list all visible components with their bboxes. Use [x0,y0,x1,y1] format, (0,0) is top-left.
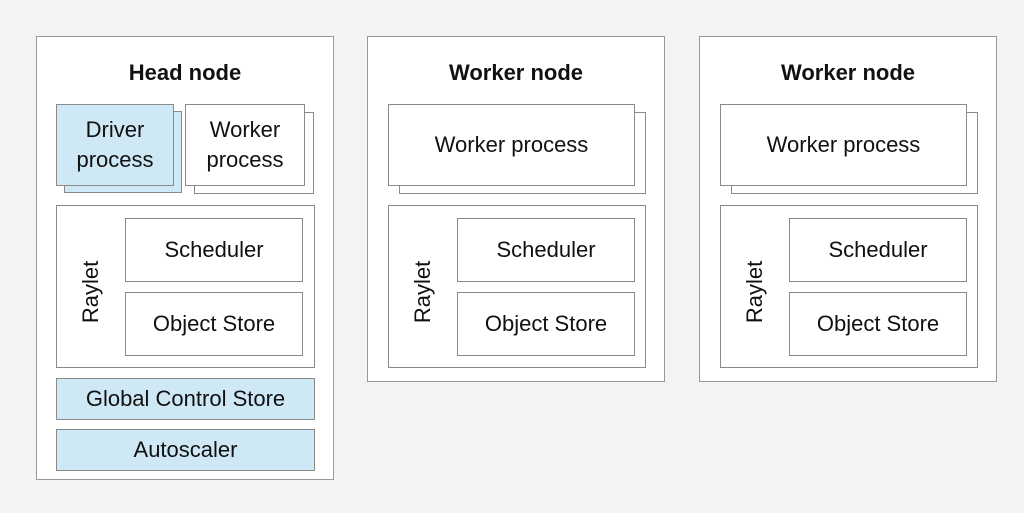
worker-node-2-raylet-label: Raylet [742,260,767,324]
worker-node-1-title: Worker node [448,60,584,85]
global-control-store-box: Global Control Store [56,378,315,420]
autoscaler-label: Autoscaler [133,437,238,462]
worker-node-2-process-label: Worker process [766,132,921,157]
head-worker-process-label: Worker process [206,117,284,172]
head-object-store-label: Object Store [152,311,276,336]
worker-node-1-object-store-label: Object Store [484,311,608,336]
worker-node-1-scheduler-label: Scheduler [496,237,596,262]
global-control-store-label: Global Control Store [85,386,286,411]
worker-node-2-scheduler-box: Scheduler [789,218,967,282]
worker-node-2-title: Worker node [780,60,916,85]
worker-node-1-raylet-label: Raylet [410,260,435,324]
worker-node-1-scheduler-box: Scheduler [457,218,635,282]
autoscaler-box: Autoscaler [56,429,315,471]
head-object-store-box: Object Store [125,292,303,356]
worker-node-1-process-label: Worker process [434,132,589,157]
head-scheduler-box: Scheduler [125,218,303,282]
head-worker-process-box: Worker process [185,104,305,186]
worker-node-2-process-box: Worker process [720,104,967,186]
head-scheduler-label: Scheduler [164,237,264,262]
worker-node-1: Worker node Worker process Raylet Schedu… [367,36,665,382]
head-node-title: Head node [128,60,242,85]
worker-node-2: Worker node Worker process Raylet Schedu… [699,36,997,382]
worker-node-2-object-store-label: Object Store [816,311,940,336]
worker-node-1-process-box: Worker process [388,104,635,186]
worker-node-2-scheduler-label: Scheduler [828,237,928,262]
worker-node-1-object-store-box: Object Store [457,292,635,356]
head-raylet-label: Raylet [78,260,103,324]
driver-process-label: Driver process [76,117,154,172]
head-node: Head node Driver process Worker process … [36,36,334,480]
worker-node-2-object-store-box: Object Store [789,292,967,356]
driver-process-box: Driver process [56,104,174,186]
